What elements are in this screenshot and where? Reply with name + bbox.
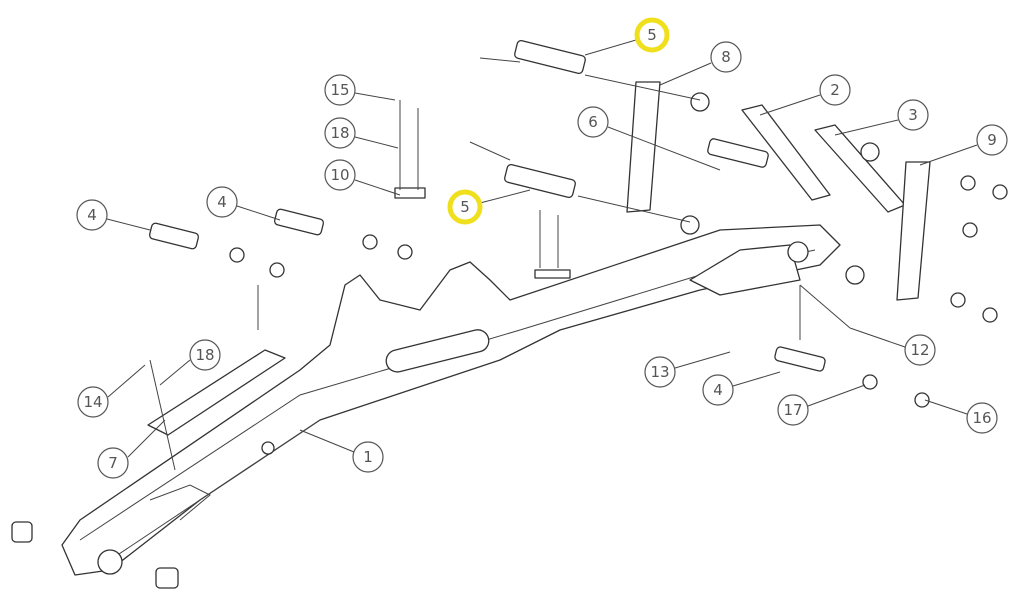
svg-text:9: 9 <box>987 131 997 149</box>
callout-4: 4 <box>206 186 238 218</box>
svg-text:5: 5 <box>460 198 470 216</box>
parts <box>11 39 1008 589</box>
callout-3: 3 <box>897 99 929 131</box>
svg-text:18: 18 <box>330 124 349 142</box>
svg-text:5: 5 <box>647 26 657 44</box>
svg-text:4: 4 <box>217 193 227 211</box>
callout-4: 4 <box>702 374 734 406</box>
callout-15: 15 <box>324 74 356 106</box>
callout-12: 12 <box>904 334 936 366</box>
callout-5-highlighted: 5 <box>634 17 670 53</box>
callout-14: 14 <box>77 386 109 418</box>
svg-text:18: 18 <box>195 346 214 364</box>
callout-9: 9 <box>976 124 1008 156</box>
callout-7: 7 <box>97 447 129 479</box>
callout-2: 2 <box>819 74 851 106</box>
svg-text:13: 13 <box>650 363 669 381</box>
svg-text:8: 8 <box>721 48 731 66</box>
svg-text:16: 16 <box>972 409 991 427</box>
callout-17: 17 <box>777 394 809 426</box>
svg-text:17: 17 <box>783 401 802 419</box>
svg-text:10: 10 <box>330 166 349 184</box>
callouts: 1 4 4 5 5 6 8 2 3 9 15 18 10 12 13 4 17 … <box>76 17 1008 479</box>
svg-text:1: 1 <box>363 448 373 466</box>
main-arm <box>61 224 841 576</box>
svg-text:14: 14 <box>83 393 102 411</box>
callout-16: 16 <box>966 402 998 434</box>
callout-1: 1 <box>352 441 384 473</box>
svg-text:6: 6 <box>588 113 598 131</box>
callout-18: 18 <box>324 117 356 149</box>
leader-lines <box>106 39 978 458</box>
callout-4: 4 <box>76 199 108 231</box>
svg-text:3: 3 <box>908 106 918 124</box>
svg-text:15: 15 <box>330 81 349 99</box>
callout-10: 10 <box>324 159 356 191</box>
svg-text:7: 7 <box>108 454 118 472</box>
callout-13: 13 <box>644 356 676 388</box>
callout-5-highlighted: 5 <box>447 189 483 225</box>
svg-text:12: 12 <box>910 341 929 359</box>
svg-text:4: 4 <box>87 206 97 224</box>
svg-text:2: 2 <box>830 81 840 99</box>
callout-18: 18 <box>189 339 221 371</box>
callout-8: 8 <box>710 41 742 73</box>
svg-text:4: 4 <box>713 381 723 399</box>
callout-6: 6 <box>577 106 609 138</box>
